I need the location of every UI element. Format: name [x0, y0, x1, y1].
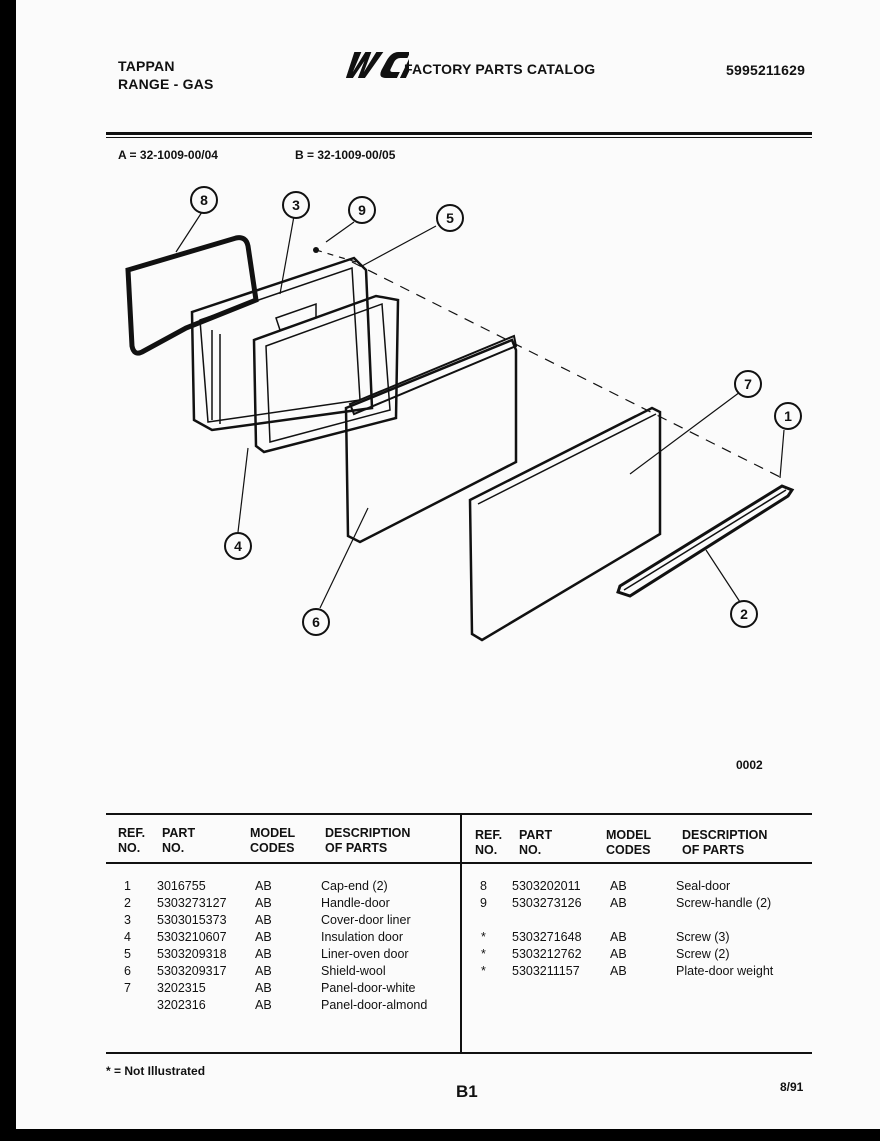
- handle-door-part: [616, 484, 795, 598]
- shield-wool-part: [344, 338, 518, 544]
- callout-label: 4: [234, 538, 242, 554]
- product-type: RANGE - GAS: [118, 76, 214, 92]
- page-number: B1: [456, 1082, 478, 1101]
- callout-label: 8: [200, 192, 208, 208]
- catalog-title: FACTORY PARTS CATALOG: [404, 61, 596, 77]
- catalog-date: 8/91: [780, 1080, 804, 1094]
- model-a: A = 32-1009-00/04: [118, 148, 218, 162]
- seal-door-part: [125, 235, 259, 356]
- callout-3: [282, 191, 310, 219]
- table-top-rule: [106, 813, 812, 815]
- callout-label: 7: [744, 376, 752, 392]
- catalog-number: 5995211629: [726, 62, 806, 78]
- callout-label: 2: [740, 606, 748, 622]
- model-b: B = 32-1009-00/05: [295, 148, 396, 162]
- not-illustrated-note: * = Not Illustrated: [106, 1064, 206, 1078]
- callout-label: 5: [446, 210, 454, 226]
- callout-label: 1: [784, 408, 792, 424]
- callout-1: [774, 402, 802, 430]
- right-header-ref: REF.NO.: [475, 828, 503, 857]
- header-rule: [106, 132, 812, 135]
- exploded-parts-diagram: 8 3 9 5 7 1 4 2 6: [125, 186, 802, 642]
- brand-name: TAPPAN: [118, 58, 175, 74]
- callout-8: [190, 186, 218, 214]
- callout-2: [730, 600, 758, 628]
- liner-oven-door-part: [252, 294, 400, 454]
- cover-door-liner-part: [190, 256, 374, 432]
- header-rule-thin: [106, 137, 812, 138]
- callout-5: [436, 204, 464, 232]
- panel-door-part: [468, 406, 662, 642]
- callout-label: 9: [358, 202, 366, 218]
- catalog-page: TAPPAN RANGE - GAS FACTORY PARTS CATALOG…: [16, 0, 880, 1129]
- callout-label: 3: [292, 197, 300, 213]
- callout-label: 6: [312, 614, 320, 630]
- diagram-code: 0002: [736, 758, 763, 772]
- table-header-rule: [106, 862, 812, 864]
- callout-6: [302, 608, 330, 636]
- screw-handle-part: [313, 247, 319, 253]
- table-bottom-rule: [106, 1052, 812, 1054]
- callout-7: [734, 370, 762, 398]
- left-header-ref: REF.NO.: [118, 826, 146, 855]
- table-divider: [460, 813, 462, 1053]
- callout-4: [224, 532, 252, 560]
- callout-9: [348, 196, 376, 224]
- wci-logo: [345, 52, 409, 78]
